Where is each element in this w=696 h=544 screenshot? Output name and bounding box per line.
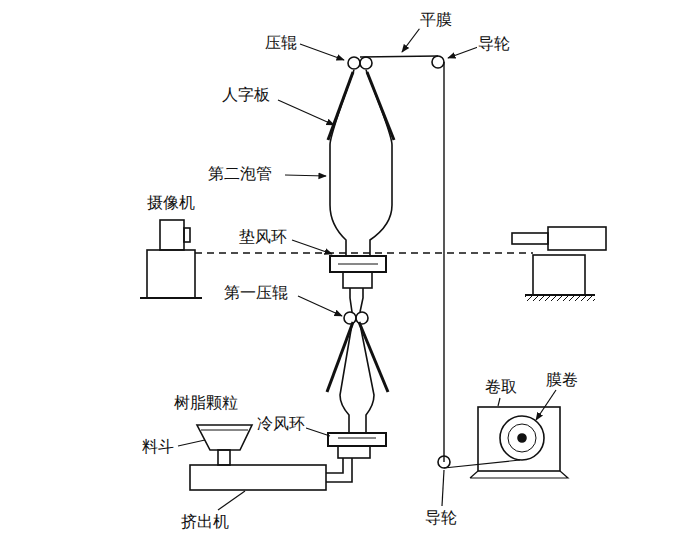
die [338, 446, 370, 458]
guide-roller [432, 56, 444, 68]
hopper [197, 425, 252, 450]
camera [548, 227, 606, 250]
part-label: 导轮 [424, 509, 458, 527]
pad-air-ring [330, 256, 386, 272]
part-label: 平膜 [419, 11, 453, 29]
extruder [190, 465, 326, 490]
part-label: 人字板 [221, 86, 271, 104]
guide-roller [438, 456, 450, 468]
camera-stand [533, 255, 585, 295]
first-nip-roll [344, 312, 356, 324]
part-label: 摄像机 [146, 194, 196, 212]
collapsing-frame [327, 322, 353, 392]
take-up-unit [478, 407, 560, 471]
part-label: 垫风环 [238, 228, 288, 246]
part-label: 挤出机 [180, 513, 230, 531]
film-roll [500, 416, 544, 460]
part-label: 卷取 [484, 378, 518, 396]
nip-roll [348, 57, 360, 69]
sight-line [195, 252, 533, 253]
part-label: 冷风环 [256, 415, 306, 433]
part-label: 料斗 [141, 438, 175, 456]
part-label: 树脂颗粒 [173, 394, 239, 412]
camera [160, 220, 184, 250]
part-label: 第一压辊 [223, 284, 289, 302]
pad-ring-base [343, 272, 372, 288]
hopper-neck [218, 450, 230, 465]
melt-pipe [326, 458, 343, 473]
cold-air-ring [328, 433, 386, 446]
part-label: 压辊 [264, 34, 298, 52]
collapsing-frame [328, 72, 353, 140]
camera-stand [147, 250, 195, 298]
part-label: 膜卷 [545, 371, 579, 389]
part-label: 第二泡管 [207, 165, 273, 183]
part-label: 导轮 [477, 35, 511, 53]
flat-film [360, 56, 438, 57]
